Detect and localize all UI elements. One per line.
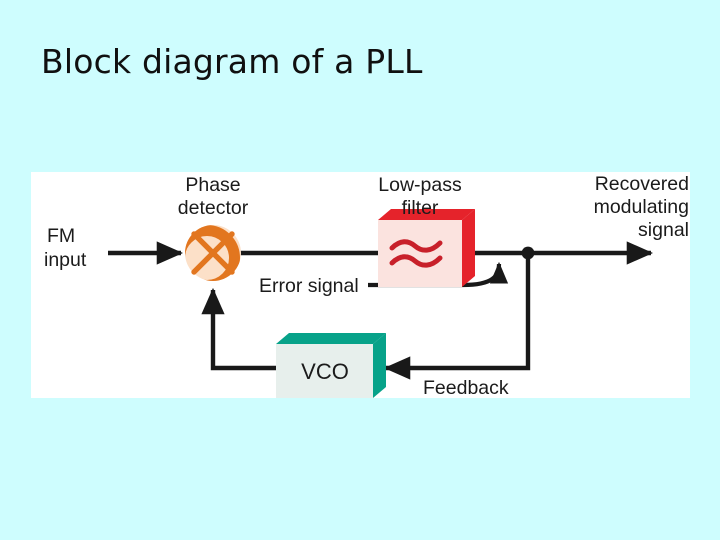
- vco-top-face: [276, 333, 386, 344]
- page-title: Block diagram of a PLL: [41, 42, 423, 81]
- filter-front-face: [378, 220, 462, 287]
- label-phase-detector-line2: detector: [178, 197, 249, 219]
- mixer-accent-arc: [185, 225, 240, 281]
- label-low-pass-filter-line1: Low-pass: [378, 174, 462, 196]
- filter-top-face: [378, 209, 475, 220]
- label-error-signal: Error signal: [259, 275, 359, 297]
- pll-block-diagram: FM input Phase detector Low-pass filter …: [44, 173, 689, 398]
- wire-feedback: [383, 253, 531, 380]
- filter-wave-icon-2: [389, 254, 443, 268]
- label-phase-detector-line1: Phase: [185, 174, 240, 196]
- label-recovered-line1: Recovered: [595, 173, 689, 195]
- label-vco: VCO: [301, 359, 349, 384]
- vco-right-face: [373, 333, 386, 398]
- phase-detector-block: [185, 225, 241, 281]
- vco-block: [276, 333, 386, 398]
- label-fm-input-line1: FM: [47, 225, 75, 247]
- diagram-panel: FM input Phase detector Low-pass filter …: [31, 172, 690, 398]
- label-feedback: Feedback: [423, 377, 509, 398]
- low-pass-filter-block: [378, 209, 475, 287]
- wire-vco-to-mixer: [201, 287, 276, 371]
- label-recovered-line2: modulating: [594, 196, 689, 218]
- filter-wave-icon: [389, 239, 443, 253]
- label-low-pass-filter-line2: filter: [402, 197, 439, 219]
- mixer-cross-2: [191, 231, 235, 275]
- label-fm-input-line2: input: [44, 249, 87, 271]
- junction-dot: [521, 246, 535, 260]
- label-recovered-line3: signal: [638, 219, 689, 241]
- vco-front-face: [276, 344, 373, 398]
- filter-right-face: [462, 209, 475, 287]
